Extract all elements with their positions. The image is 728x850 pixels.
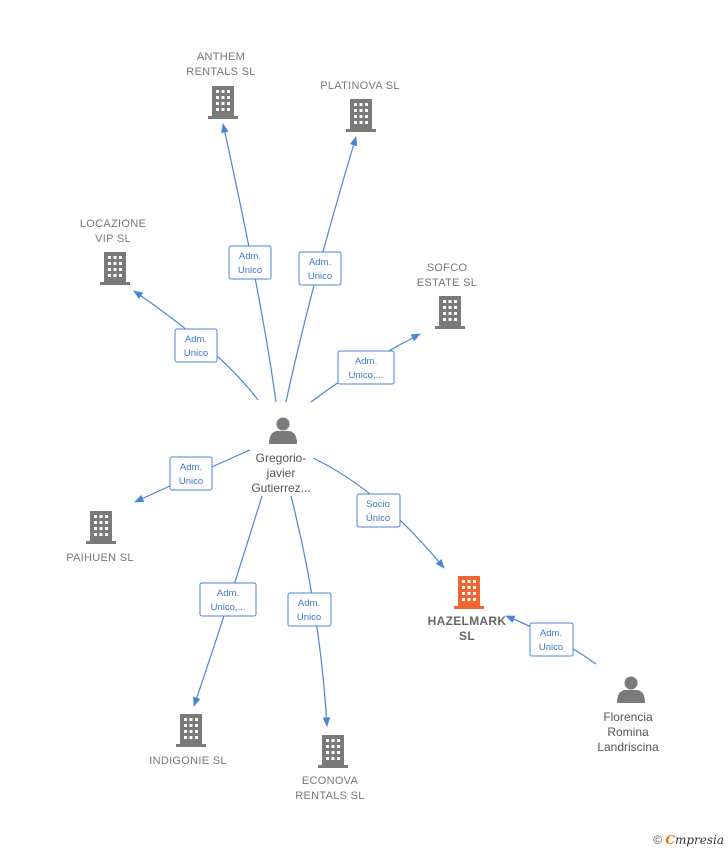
- footer-brand: © Cmpresia: [653, 833, 724, 847]
- brand-rest: mpresia: [674, 833, 724, 847]
- edge-label-florencia[interactable]: Adm. Unico: [529, 622, 574, 657]
- person-icon: [617, 676, 645, 703]
- node-label: ESTATE SL: [417, 277, 477, 289]
- building-icon: [176, 714, 206, 747]
- edge-label-line: Adm.: [185, 334, 207, 345]
- node-hazelmark[interactable]: HAZELMARK SL: [428, 576, 507, 643]
- person-icon: [269, 417, 297, 444]
- node-label: INDIGONIE SL: [149, 755, 227, 767]
- edge-label-sofco[interactable]: Adm. Unico,...: [337, 350, 395, 385]
- node-locazione[interactable]: LOCAZIONE VIP SL: [80, 218, 146, 285]
- node-label: SL: [459, 629, 475, 643]
- building-icon: [435, 296, 465, 329]
- edge-label-locazione[interactable]: Adm. Unico: [174, 328, 218, 363]
- edge-label-platinova[interactable]: Adm. Unico: [298, 251, 342, 286]
- node-label: Gutierrez...: [251, 481, 310, 495]
- edge-label-line: Unico: [179, 476, 203, 487]
- node-label: PLATINOVA SL: [320, 80, 400, 92]
- node-label: Florencia: [603, 710, 653, 724]
- node-gregorio[interactable]: Gregorio- javier Gutierrez...: [251, 417, 311, 496]
- edge-anthem: [221, 123, 277, 403]
- building-icon: [100, 252, 130, 285]
- node-label: HAZELMARK: [428, 614, 507, 628]
- edge-label-line: Unico: [308, 271, 332, 282]
- brand-logo[interactable]: Cmpresia: [665, 833, 724, 847]
- edge-label-line: Unico: [539, 642, 563, 653]
- edge-labels: Adm. Unico Adm. Unico Adm. Unico Adm. Un…: [169, 245, 574, 657]
- building-icon: [454, 576, 484, 609]
- node-label: ANTHEM: [197, 51, 245, 63]
- edge-label-line: Adm.: [217, 588, 239, 599]
- edge-label-line: Unico,...: [211, 602, 246, 613]
- node-label: PAIHUEN SL: [66, 552, 134, 564]
- node-label: VIP SL: [95, 233, 131, 245]
- edge-label-line: Unico: [238, 265, 262, 276]
- building-icon: [208, 86, 238, 119]
- edge-label-line: Adm.: [239, 251, 261, 262]
- edge-label-line: Adm.: [540, 628, 562, 639]
- edge-label-line: Socio: [366, 499, 390, 510]
- node-econova[interactable]: ECONOVA RENTALS SL: [295, 735, 364, 802]
- edge-label-line: Adm.: [309, 257, 331, 268]
- node-label: Romina: [607, 725, 649, 739]
- node-label: LOCAZIONE: [80, 218, 146, 230]
- edge-label-line: Adm.: [298, 598, 320, 609]
- node-label: ECONOVA: [302, 775, 359, 787]
- edge-label-paihuen[interactable]: Adm. Unico: [169, 456, 213, 491]
- copyright-symbol: ©: [653, 833, 663, 847]
- edge-label-indigonie[interactable]: Adm. Unico,...: [199, 582, 257, 617]
- node-label: javier: [266, 466, 296, 480]
- node-label: Landriscina: [597, 740, 659, 754]
- node-florencia[interactable]: Florencia Romina Landriscina: [597, 676, 659, 755]
- building-icon: [318, 735, 348, 768]
- building-icon: [346, 99, 376, 132]
- edge-label-hazelmark[interactable]: Socio Único: [356, 493, 401, 528]
- edge-label-line: Unico,...: [349, 370, 384, 381]
- edge-label-line: Adm.: [355, 356, 377, 367]
- node-sofco[interactable]: SOFCO ESTATE SL: [417, 262, 477, 329]
- edge-label-anthem[interactable]: Adm. Unico: [228, 245, 272, 280]
- node-indigonie[interactable]: INDIGONIE SL: [149, 714, 227, 767]
- brand-initial: C: [665, 833, 675, 847]
- edge-label-line: Adm.: [180, 462, 202, 473]
- edge-label-line: Unico: [297, 612, 321, 623]
- edge-label-econova[interactable]: Adm. Unico: [287, 592, 332, 627]
- node-anthem[interactable]: ANTHEM RENTALS SL: [186, 51, 255, 119]
- node-platinova[interactable]: PLATINOVA SL: [320, 80, 400, 132]
- node-label: SOFCO: [427, 262, 468, 274]
- edge-label-line: Unico: [184, 348, 208, 359]
- edges: [133, 123, 597, 727]
- building-icon: [86, 511, 116, 544]
- node-label: Gregorio-: [256, 451, 307, 465]
- node-paihuen[interactable]: PAIHUEN SL: [66, 511, 134, 564]
- edge-label-line: Único: [366, 513, 390, 524]
- node-label: RENTALS SL: [186, 66, 255, 78]
- node-label: RENTALS SL: [295, 790, 364, 802]
